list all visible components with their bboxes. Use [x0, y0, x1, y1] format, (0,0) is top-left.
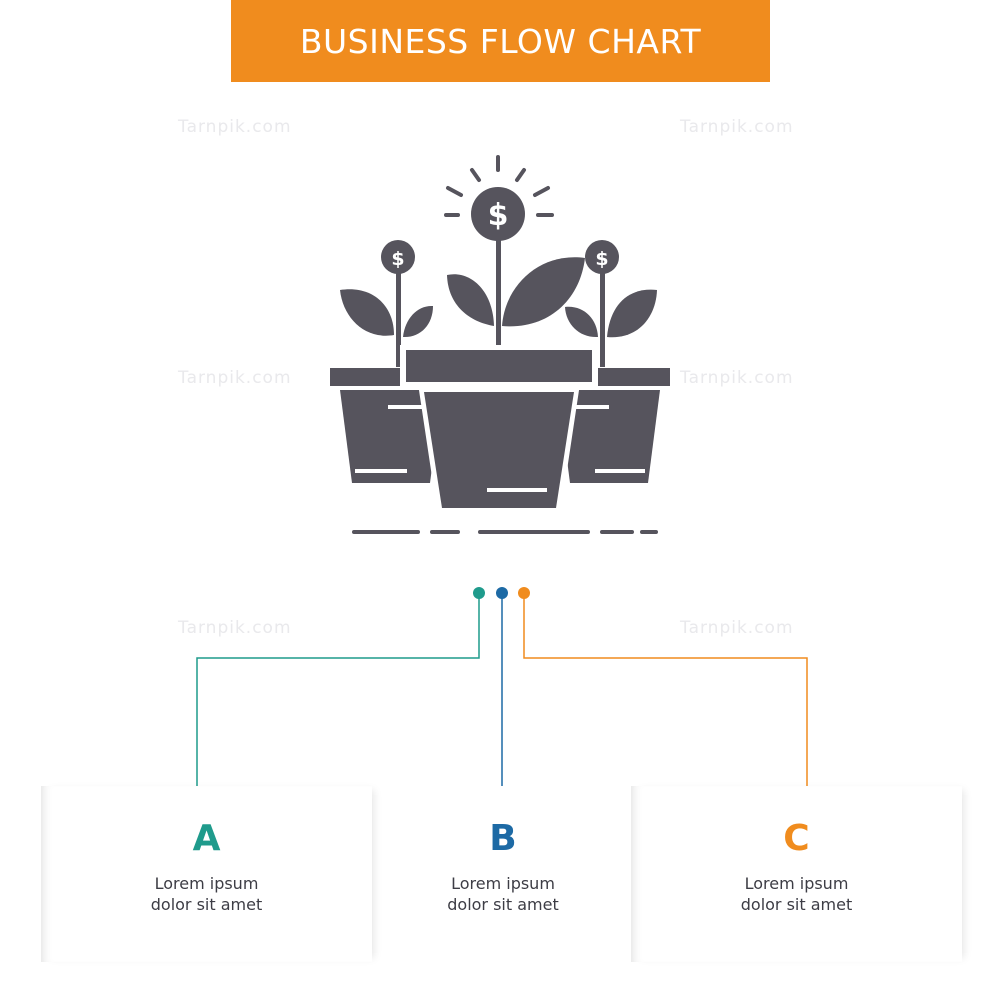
dollar-icon: $ — [595, 248, 608, 270]
flow-connectors — [196, 587, 808, 796]
branch-card-b: B Lorem ipsum dolor sit amet — [387, 786, 619, 962]
branch-text-line: dolor sit amet — [150, 895, 263, 914]
branch-card-a: A Lorem ipsum dolor sit amet — [41, 786, 372, 962]
dollar-icon: $ — [391, 248, 404, 270]
connector-a — [196, 593, 480, 796]
branch-letter-a: A — [192, 818, 221, 859]
branch-text-b: Lorem ipsum dolor sit amet — [447, 873, 559, 915]
branch-text-line: Lorem ipsum — [744, 874, 849, 893]
branch-letter-b: B — [489, 818, 517, 859]
branch-card-c: C Lorem ipsum dolor sit amet — [631, 786, 962, 962]
chart-title: BUSINESS FLOW CHART — [299, 21, 702, 61]
money-plants-in-pots-icon: $ $ $ — [330, 155, 670, 534]
dot-c — [518, 587, 530, 599]
dot-a — [473, 587, 485, 599]
branch-text-line: Lorem ipsum — [451, 874, 555, 893]
branch-text-c: Lorem ipsum dolor sit amet — [741, 873, 853, 915]
branch-text-line: dolor sit amet — [447, 895, 559, 914]
title-banner: BUSINESS FLOW CHART — [231, 0, 770, 82]
connector-c — [523, 593, 808, 796]
dollar-icon: $ — [488, 198, 509, 233]
branch-text-line: dolor sit amet — [740, 895, 853, 914]
branch-text-line: Lorem ipsum — [154, 874, 259, 893]
branch-text-a: Lorem ipsum dolor sit amet — [151, 873, 263, 915]
dot-b — [496, 587, 508, 599]
branch-letter-c: C — [783, 818, 810, 859]
